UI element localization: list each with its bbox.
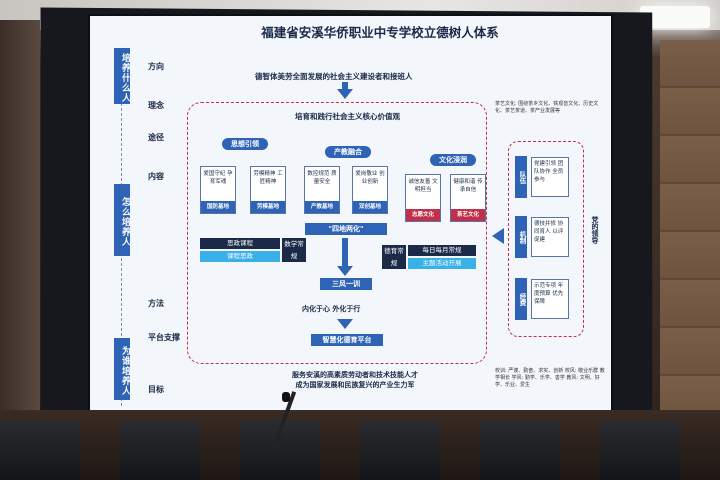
card-foot: 茶艺文化 bbox=[451, 209, 485, 221]
side-bar-for-whom: 为谁培养人 bbox=[114, 338, 130, 400]
content-card: 劳模精神 工匠精神 劳模基地 bbox=[250, 166, 286, 214]
card-foot: 双创基地 bbox=[353, 201, 387, 213]
label-content: 内容 bbox=[148, 172, 164, 181]
content-card: 爱国守纪 孕育军魂 国防基地 bbox=[200, 166, 236, 214]
card-text: 劳模精神 工匠精神 bbox=[253, 171, 283, 185]
card-text: 健康和谐 传承自信 bbox=[453, 179, 483, 193]
content-card: 数控规范 质量安全 产教基地 bbox=[304, 166, 340, 214]
right-text-team: 党建引领 团队协作 全员参与 bbox=[531, 157, 569, 197]
goal-text: 服务安溪的高素质劳动者和技术技能人才 成为国家发展和民族复兴的产业生力军 bbox=[270, 370, 440, 390]
side-bar-what: 培养什么人 bbox=[114, 48, 130, 104]
label-path: 途径 bbox=[148, 133, 164, 142]
chair bbox=[0, 420, 80, 480]
content-card: 爱岗敬业 创业创新 双创基地 bbox=[352, 166, 388, 214]
projection-screen: 福建省安溪华侨职业中专学校立德树人体系 培养什么人 怎么培养人 为谁培养人 方向… bbox=[88, 14, 613, 414]
chair bbox=[120, 420, 200, 480]
method-text: 内化于心 外化于行 bbox=[302, 305, 361, 313]
pillar-ideology: 思想引领 bbox=[222, 138, 268, 150]
arrow-stem bbox=[342, 238, 348, 268]
microphone-icon bbox=[282, 392, 290, 402]
card-foot: 志愿文化 bbox=[406, 209, 440, 221]
label-platform: 平台支撑 bbox=[148, 333, 180, 342]
right-bar-team: 队伍 bbox=[515, 156, 527, 198]
card-foot: 劳模基地 bbox=[251, 201, 285, 213]
three-styles-one-motto: 三风一训 bbox=[320, 278, 372, 290]
goal-line-2: 成为国家发展和民族复兴的产业生力军 bbox=[295, 381, 415, 389]
side-bar-how: 怎么培养人 bbox=[114, 184, 130, 256]
pillar-culture: 文化浸润 bbox=[430, 154, 476, 166]
diagram-title: 福建省安溪华侨职业中专学校立德树人体系 bbox=[261, 25, 499, 40]
right-wood-panel bbox=[660, 40, 720, 420]
label-goal: 目标 bbox=[148, 385, 164, 394]
goal-line-1: 服务安溪的高素质劳动者和技术技能人才 bbox=[292, 371, 418, 379]
right-bar-mechanism: 机制 bbox=[515, 216, 527, 258]
chair bbox=[360, 420, 440, 480]
right-text-mechanism: 德技并修 协同育人 以评促建 bbox=[531, 217, 569, 257]
arrow-stem bbox=[342, 82, 348, 90]
card-text: 爱国守纪 孕育军魂 bbox=[203, 171, 233, 185]
left-wall bbox=[0, 20, 40, 440]
down-arrow-icon bbox=[337, 89, 353, 99]
direction-text: 德智体美劳全面发展的社会主义建设者和接班人 bbox=[255, 72, 413, 81]
party-leadership-label: 党的领导 bbox=[591, 216, 599, 244]
chair bbox=[600, 420, 680, 480]
daily-monthly-routine-box: 每日每月常规 bbox=[408, 245, 476, 256]
card-text: 爱岗敬业 创业创新 bbox=[355, 171, 385, 185]
right-dashed-box bbox=[508, 141, 584, 337]
card-foot: 产教基地 bbox=[305, 201, 339, 213]
down-arrow-icon bbox=[337, 319, 353, 329]
moral-routine-box: 德育常规 bbox=[382, 245, 406, 269]
core-value-text: 培育和践行社会主义核心价值观 bbox=[295, 112, 400, 121]
content-card: 诚信友善 文明担当 志愿文化 bbox=[405, 174, 441, 222]
card-text: 诚信友善 文明担当 bbox=[408, 179, 438, 193]
ideology-course-box: 思政课程 bbox=[200, 238, 280, 249]
label-direction: 方向 bbox=[148, 62, 164, 71]
label-method: 方法 bbox=[148, 299, 164, 308]
four-bases-two-modernization: "四地两化" bbox=[305, 223, 387, 235]
math-routine-box: 数学常规 bbox=[282, 238, 306, 262]
course-ideology-box: 课程思政 bbox=[200, 251, 280, 262]
card-foot: 国防基地 bbox=[201, 201, 235, 213]
left-arrow-icon bbox=[492, 228, 504, 244]
label-concept: 理念 bbox=[148, 101, 164, 110]
chair bbox=[480, 420, 560, 480]
motto-note: 校训: 严谨、勤奋、求实、创新 校风: 敬业乐群 教学相长 学风: 勤学、乐学、… bbox=[495, 368, 605, 388]
main-dashed-box bbox=[187, 102, 487, 364]
card-text: 数控规范 质量安全 bbox=[307, 171, 337, 185]
right-text-funding: 示范专项 年度预算 优先保障 bbox=[531, 279, 569, 319]
ceiling-light bbox=[640, 6, 710, 28]
smart-platform-box: 智慧化德育平台 bbox=[311, 334, 383, 346]
down-arrow-icon bbox=[337, 266, 353, 276]
content-card: 健康和谐 传承自信 茶艺文化 bbox=[450, 174, 486, 222]
pillar-industry: 产教融合 bbox=[325, 146, 371, 158]
right-bar-funding: 经费 bbox=[515, 278, 527, 320]
culture-note: 茶艺文化: 围绕茶乡文化、铁观音文化、历史文化、茶艺茶道、茶产业发展等 bbox=[495, 101, 599, 114]
theme-activity-box: 主题活动开展 bbox=[408, 258, 476, 269]
